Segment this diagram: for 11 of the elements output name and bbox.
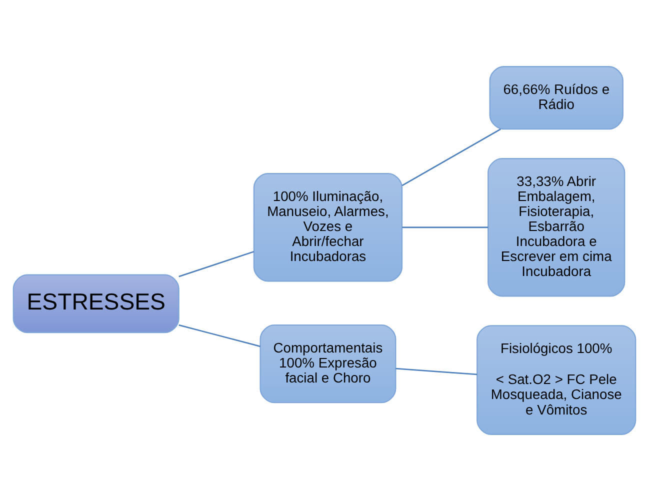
- connector: [402, 226, 488, 228]
- node-box: 100% Iluminação, Manuseio, Alarmes, Vozes e Abrir/fechar Incubadoras: [253, 173, 403, 282]
- node-box: Fisiológicos 100% < Sat.O2 > FC Pele Mosqueada, Cianose e Vômitos: [476, 325, 636, 435]
- connector: [178, 250, 254, 278]
- node-box: 66,66% Ruídos e Rádio: [489, 66, 624, 130]
- node-box: 33,33% Abrir Embalagem, Fisioterapia, Esbarrão Incubadora e Escrever em cima Incubadora: [488, 158, 626, 297]
- connector: [402, 128, 501, 186]
- node-box: Comportamentais 100% Expresão facial e Choro: [260, 324, 396, 404]
- connector: [178, 324, 260, 348]
- node-box: ESTRESSES: [12, 274, 180, 334]
- connector: [396, 368, 478, 376]
